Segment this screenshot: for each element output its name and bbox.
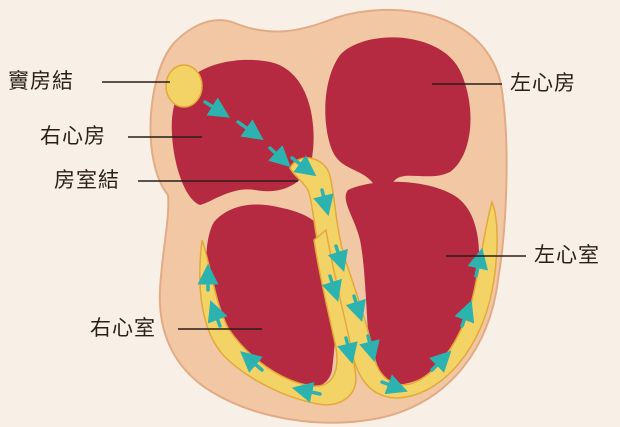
- label-left-ventricle: 左心室: [534, 245, 600, 266]
- label-left-atrium: 左心房: [510, 73, 576, 94]
- label-right-ventricle: 右心室: [90, 318, 156, 339]
- sa-node: [166, 65, 202, 107]
- label-sa-node: 竇房結: [8, 71, 74, 92]
- label-av-node: 房室結: [54, 170, 120, 191]
- left-atrium-chamber: [325, 37, 470, 188]
- label-right-atrium: 右心房: [40, 126, 106, 147]
